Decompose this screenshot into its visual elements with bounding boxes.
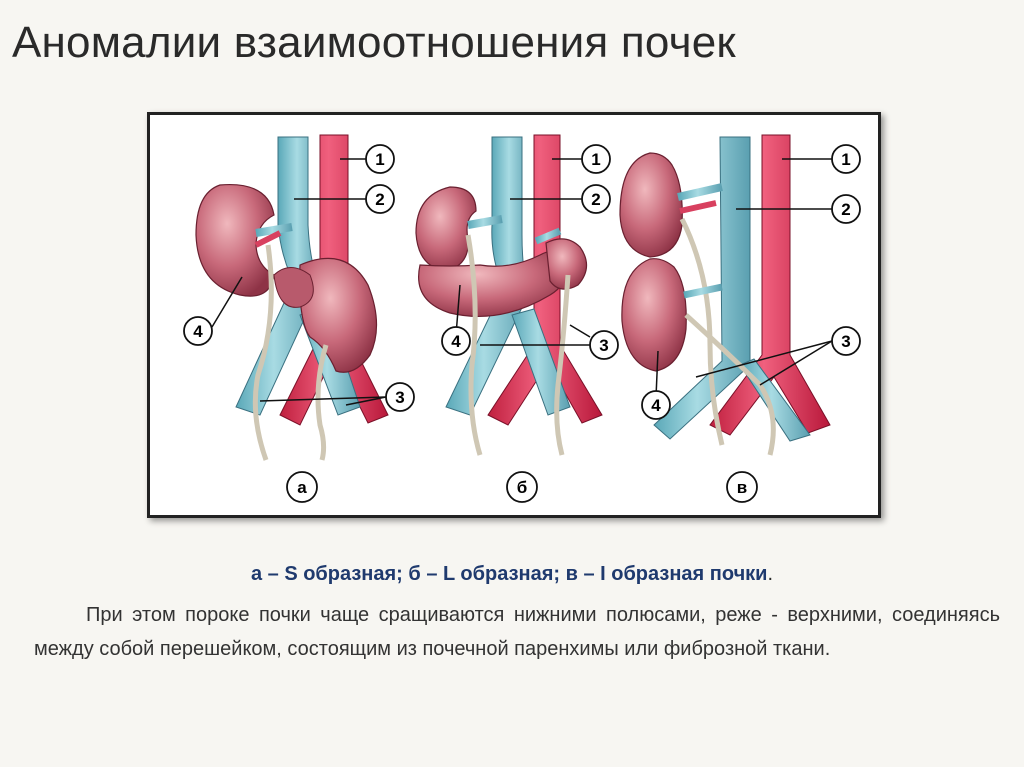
callout-4-b: 4 — [441, 326, 471, 356]
panel-c-callouts — [655, 158, 833, 398]
body-paragraph-text: При этом пороке почки чаще сращиваются н… — [34, 604, 1000, 660]
caption-part-c: в – I образная почки — [565, 563, 768, 585]
panel-a-callouts — [211, 158, 387, 406]
panel-letter: а — [297, 478, 307, 497]
panel-label-a: а — [286, 471, 318, 503]
callout-markers: 1 2 3 4 1 2 3 4 1 2 3 4 — [183, 144, 861, 420]
callout-2-c: 2 — [831, 194, 861, 224]
callout-3-c: 3 — [831, 326, 861, 356]
kidney-anomalies-figure: 1 2 3 4 1 2 3 4 1 2 3 4 а б в — [147, 112, 881, 518]
callout-number: 3 — [599, 336, 608, 355]
callout-2-a: 2 — [365, 184, 395, 214]
panel-letter: в — [737, 478, 747, 497]
callout-1-a: 1 — [365, 144, 395, 174]
caption-end: . — [767, 563, 774, 585]
callout-number: 2 — [591, 190, 600, 209]
callout-3-b: 3 — [589, 330, 619, 360]
figure-caption: а – S образная; б – L образная; в – I об… — [0, 563, 1024, 586]
body-paragraph: При этом пороке почки чаще сращиваются н… — [34, 598, 1000, 666]
caption-part-b: б – L образная; — [408, 563, 566, 585]
caption-part-a: а – S образная; — [250, 563, 409, 585]
callout-4-a: 4 — [183, 316, 213, 346]
callout-2-b: 2 — [581, 184, 611, 214]
callout-number: 3 — [395, 388, 404, 407]
panel-a-drawing — [195, 134, 389, 461]
callout-number: 1 — [591, 150, 600, 169]
callout-number: 1 — [841, 150, 850, 169]
callout-1-b: 1 — [581, 144, 611, 174]
callout-number: 2 — [841, 200, 850, 219]
slide-title: Аномалии взаимоотношения почек — [12, 18, 736, 67]
callout-4-c: 4 — [641, 390, 671, 420]
callout-1-c: 1 — [831, 144, 861, 174]
panel-b-drawing — [415, 134, 603, 456]
callout-number: 2 — [375, 190, 384, 209]
callout-number: 1 — [375, 150, 384, 169]
panel-label-c: в — [726, 471, 758, 503]
panel-c-drawing — [619, 134, 831, 456]
kidney-anomalies-illustration: 1 2 3 4 1 2 3 4 1 2 3 4 а б в — [183, 134, 861, 503]
panel-label-b: б — [506, 471, 538, 503]
callout-number: 3 — [841, 332, 850, 351]
panel-letters: а б в — [286, 471, 758, 503]
panel-letter: б — [517, 478, 528, 497]
callout-number: 4 — [193, 322, 203, 341]
callout-number: 4 — [651, 396, 661, 415]
callout-3-a: 3 — [385, 382, 415, 412]
callout-number: 4 — [451, 332, 461, 351]
